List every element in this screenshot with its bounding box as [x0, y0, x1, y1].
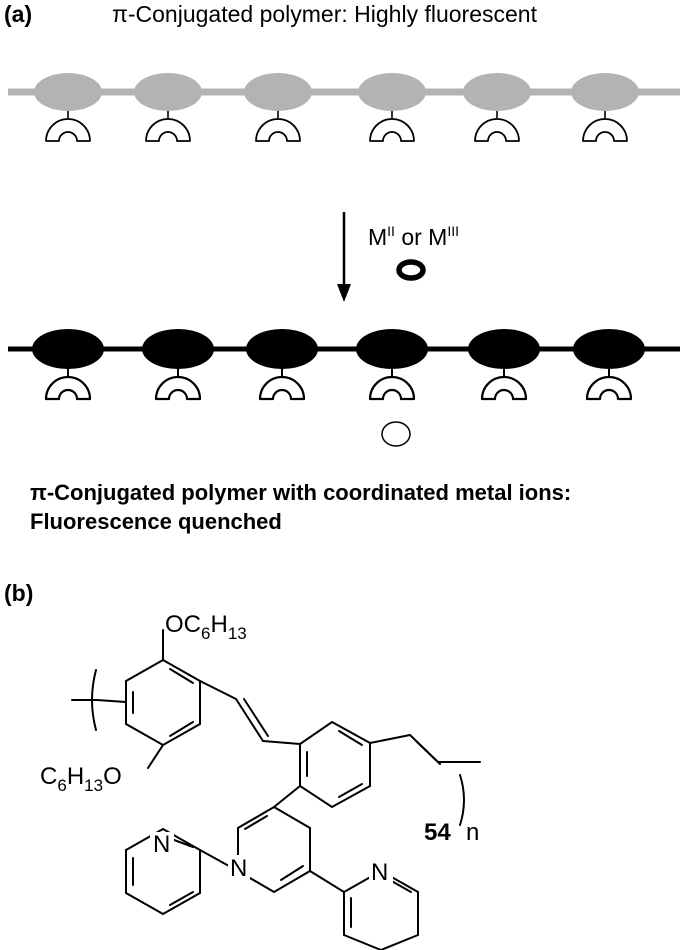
- polymer-unit: [34, 73, 102, 142]
- chromophore-segment: [32, 329, 104, 369]
- receptor-icon: [480, 375, 528, 401]
- free-polymer: [8, 73, 680, 142]
- vinylene-1-c: [262, 740, 301, 745]
- polymer-unit: [356, 329, 428, 401]
- reagent-sup-ii: II: [387, 223, 395, 239]
- receptor-icon: [368, 375, 416, 401]
- receptor-icon: [154, 375, 202, 401]
- polymer-unit: [358, 73, 426, 142]
- receptor-icon: [255, 118, 301, 142]
- vinylene-1-double: [243, 698, 269, 737]
- panel-a-caption-line2: Fluorescence quenched: [30, 509, 282, 534]
- chromophore-segment: [244, 73, 312, 111]
- vinylene-1-a: [199, 680, 237, 700]
- receptor-icon: [145, 118, 191, 142]
- atom-n-right-pyridine: N: [371, 859, 388, 886]
- panel-b-label: (b): [4, 580, 33, 606]
- reaction-arrow: [337, 212, 351, 302]
- polymer-unit: [32, 329, 104, 401]
- vinylene-1-b: [235, 698, 264, 742]
- sub-bot-o: O: [103, 763, 122, 790]
- substituent-octyloxy-top: OC6H13: [165, 611, 247, 643]
- bond-to-right-pyridine: [309, 870, 345, 893]
- polymer-unit: [134, 73, 202, 142]
- n-center-mask: [228, 855, 250, 881]
- panel-a-title: π-Conjugated polymer: Highly fluorescent: [112, 1, 538, 27]
- sub-bot-c: C: [40, 763, 57, 790]
- biaryl-bond: [273, 785, 301, 808]
- chromophore-segment: [34, 73, 102, 111]
- sub-top-h: H: [210, 611, 227, 638]
- metal-ion-reagent: MII or MIII: [368, 223, 459, 250]
- chromophore-segment: [463, 73, 531, 111]
- polymer-unit: [463, 73, 531, 142]
- substituent-octyloxy-bottom: C6H13O: [40, 763, 122, 795]
- sub-top-oc: OC: [165, 611, 201, 638]
- chromophore-segment: [573, 329, 645, 369]
- sub-top-13: 13: [228, 624, 247, 643]
- chromophore-segment: [358, 73, 426, 111]
- chromophore-segment: [246, 329, 318, 369]
- chromophore-segment: [571, 73, 639, 111]
- n-right-mask: [369, 860, 393, 886]
- sub-bot-6: 6: [57, 776, 66, 795]
- sub-bot-13: 13: [84, 776, 103, 795]
- receptor-icon: [45, 118, 91, 142]
- polymer-unit: [246, 329, 318, 401]
- receptor-icon: [474, 118, 520, 142]
- sub-bot-h: H: [67, 763, 84, 790]
- coordinated-metal-ion: [381, 421, 411, 447]
- repeat-subscript-n: n: [466, 819, 479, 846]
- receptor-icon: [369, 118, 415, 142]
- chemical-structure-54: [71, 629, 481, 950]
- chromophore-segment: [356, 329, 428, 369]
- n-left-mask: [150, 832, 174, 856]
- vinylene-2-a: [369, 734, 411, 744]
- panel-a-caption-line1: π-Conjugated polymer with coordinated me…: [30, 480, 571, 505]
- reagent-or-m: or M: [395, 224, 447, 250]
- chromophore-segment: [142, 329, 214, 369]
- polymer-unit: [571, 73, 639, 142]
- atom-n-central-pyridine: N: [230, 855, 247, 882]
- metal-ion-icon: [396, 259, 426, 281]
- central-pyridine: [237, 805, 311, 894]
- atom-n-left-pyridine: N: [153, 831, 170, 858]
- arrow-head: [337, 284, 351, 302]
- chromophore-segment: [468, 329, 540, 369]
- sub-top-6: 6: [201, 624, 210, 643]
- ring-b-phenylene: [299, 720, 371, 809]
- reagent-sup-iii: III: [447, 223, 459, 239]
- polymer-unit: [573, 329, 645, 401]
- polymer-unit: [142, 329, 214, 401]
- reagent-m1: M: [368, 224, 387, 250]
- ring-a-dialkoxyphenylene: [96, 629, 201, 769]
- bound-polymer: [8, 329, 680, 447]
- panel-a-label: (a): [4, 1, 32, 27]
- polymer-unit: [468, 329, 540, 401]
- vinylene-2-double: [415, 740, 441, 765]
- polymer-unit: [244, 73, 312, 142]
- chromophore-segment: [134, 73, 202, 111]
- receptor-icon: [258, 375, 306, 401]
- right-bracket: [459, 774, 465, 826]
- receptor-icon: [582, 118, 628, 142]
- receptor-icon: [44, 375, 92, 401]
- receptor-icon: [585, 375, 633, 401]
- compound-number: 54: [424, 819, 451, 846]
